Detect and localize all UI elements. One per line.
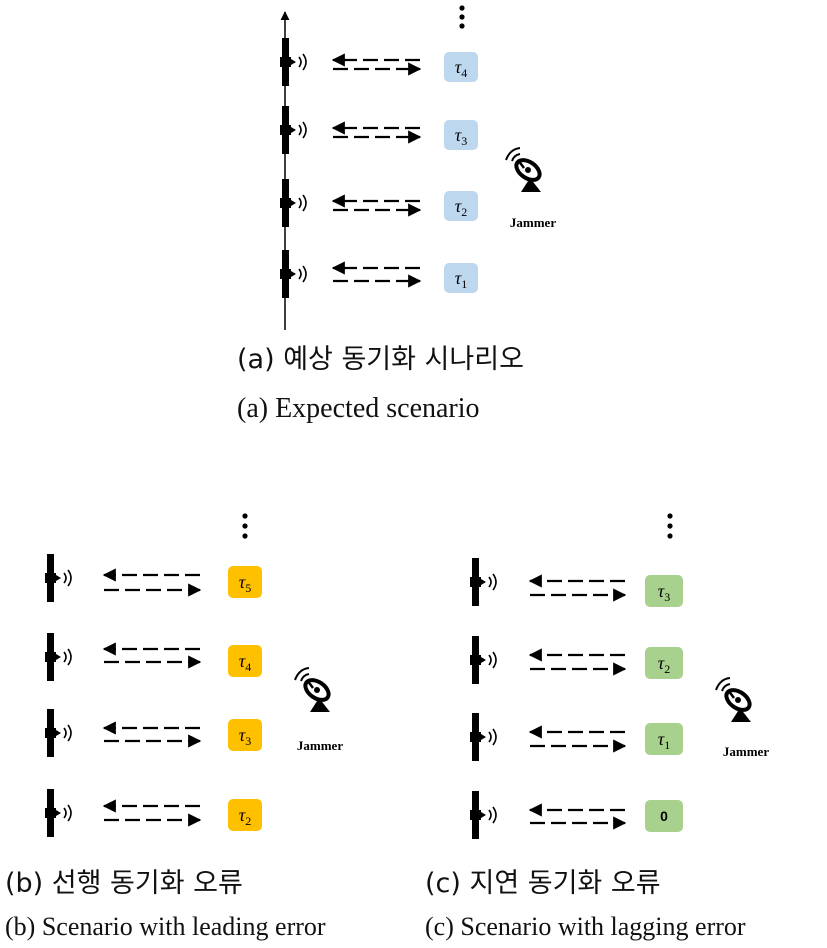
caption-c-english: (c) Scenario with lagging error (425, 912, 746, 941)
satellite-dish-icon (293, 666, 335, 714)
transmitter-node-icon (279, 178, 307, 228)
timeslot-label: τ2 (658, 653, 670, 676)
transmitter-node-icon (469, 790, 497, 840)
transmitter-node-icon (469, 635, 497, 685)
timeslot-box (444, 52, 478, 82)
timeslot-label: τ4 (455, 57, 467, 80)
transmitter-node-icon (44, 632, 72, 682)
timeslot-box (645, 575, 683, 607)
timeslot-label: τ3 (239, 725, 251, 748)
timeslot-label: τ3 (658, 581, 670, 604)
row: τ1 (279, 249, 478, 299)
satellite-dish-icon (504, 146, 546, 194)
timeslot-box (645, 723, 683, 755)
transmitter-node-icon (279, 37, 307, 87)
transmitter-node-icon (279, 249, 307, 299)
row: τ1 (469, 712, 683, 762)
timeslot-box (228, 645, 262, 677)
caption-a-korean: (a) 예상 동기화 시나리오 (237, 344, 524, 375)
row: τ5 (44, 553, 262, 603)
panel-a: τ4 τ3 τ2 τ1 Jammer (279, 5, 556, 330)
timeslot-box (444, 191, 478, 221)
panel-b: τ5 τ4 τ3 τ2 Jammer (44, 513, 343, 838)
caption-a-english: (a) Expected scenario (237, 393, 480, 424)
timeslot-label: τ1 (658, 729, 670, 752)
timeslot-box (444, 120, 478, 150)
timeslot-box (645, 800, 683, 832)
row: τ3 (44, 708, 262, 758)
row: τ4 (44, 632, 262, 682)
caption-b-english: (b) Scenario with leading error (5, 912, 326, 941)
panel-c: τ3 τ2 τ1 0 Jammer (469, 513, 769, 840)
timeslot-box (645, 647, 683, 679)
jammer-label: Jammer (297, 738, 343, 753)
transmitter-node-icon (469, 557, 497, 607)
row: τ2 (469, 635, 683, 685)
timeslot-label: τ5 (239, 572, 251, 595)
row: τ4 (279, 37, 478, 87)
timeslot-box (228, 719, 262, 751)
row: 0 (469, 790, 683, 840)
row: τ2 (44, 788, 262, 838)
row: τ2 (279, 178, 478, 228)
timeslot-label: τ2 (455, 196, 467, 219)
continuation-dots-icon (459, 5, 465, 29)
jammer-label: Jammer (723, 744, 769, 759)
transmitter-node-icon (44, 553, 72, 603)
timeslot-box (228, 566, 262, 598)
timeslot-box (228, 799, 262, 831)
row: τ3 (279, 105, 478, 155)
transmitter-node-icon (279, 105, 307, 155)
continuation-dots-icon (242, 513, 248, 539)
caption-c-korean: (c) 지연 동기화 오류 (425, 868, 661, 899)
transmitter-node-icon (469, 712, 497, 762)
row: τ3 (469, 557, 683, 607)
timeslot-label: τ1 (455, 268, 467, 291)
satellite-dish-icon (714, 676, 756, 724)
timeslot-label: τ3 (455, 125, 467, 148)
timeslot-label: τ2 (239, 805, 251, 828)
timeslot-box (444, 263, 478, 293)
caption-b-korean: (b) 선행 동기화 오류 (5, 868, 243, 899)
continuation-dots-icon (667, 513, 673, 539)
transmitter-node-icon (44, 708, 72, 758)
timeslot-label: 0 (660, 808, 668, 824)
jammer-label: Jammer (510, 215, 556, 230)
timeslot-label: τ4 (239, 651, 251, 674)
transmitter-node-icon (44, 788, 72, 838)
